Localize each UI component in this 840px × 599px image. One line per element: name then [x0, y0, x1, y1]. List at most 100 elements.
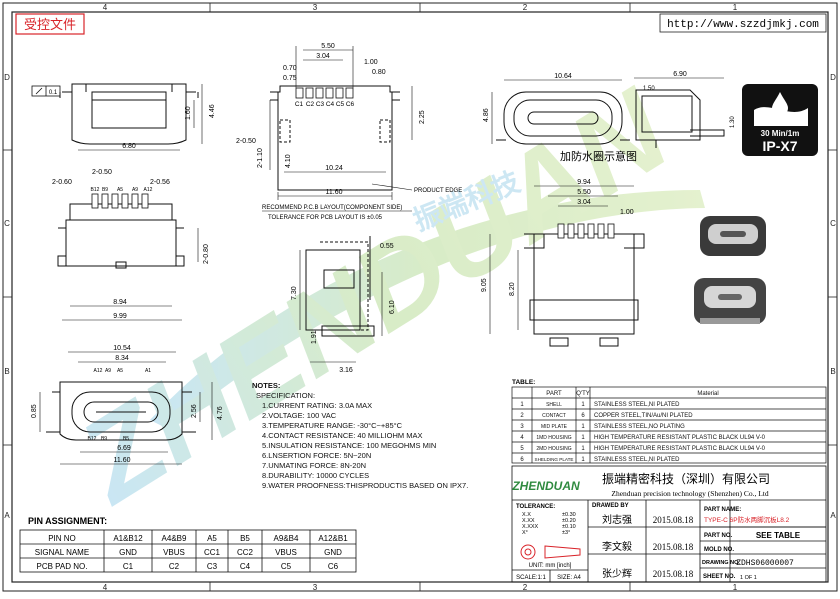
dim-height-160: 1.60 [185, 106, 192, 120]
pin-bottom-b9: B9 [101, 436, 107, 442]
pad-6: C6 [328, 562, 339, 571]
note-1: 1.CURRENT RATING: 3.0A MAX [262, 401, 372, 410]
tol-val-4: ±3° [562, 530, 570, 536]
dim-994: 9.94 [577, 179, 591, 186]
pad-c2: C2 [306, 101, 315, 108]
pin-head-0: PIN NO [48, 534, 76, 543]
side-section-view [305, 236, 375, 337]
dim-100: 1.00 [364, 59, 378, 66]
signal-2: VBUS [163, 548, 185, 557]
pad-c3: C3 [316, 101, 325, 108]
bom-row-3-part: MID PLATE [541, 424, 568, 430]
dim-304-r: 3.04 [577, 199, 591, 206]
zone-col-4-bottom: 4 [103, 583, 108, 592]
pad-head: PCB PAD NO. [37, 562, 88, 571]
notes-title: NOTES: [252, 381, 280, 390]
unit-label: UNIT: mm [inch] [529, 563, 572, 569]
zone-row-a: A [4, 511, 10, 520]
dim-256: 2.56 [191, 404, 198, 418]
pad-5: C5 [281, 562, 292, 571]
bom-row-4-qty: 1 [581, 435, 585, 441]
signal-3: CC1 [204, 548, 221, 557]
zone-row-d: D [4, 73, 10, 82]
bom-row-1-qty: 1 [581, 402, 585, 408]
date-checked: 2015.08.18 [653, 542, 694, 552]
dim-316: 3.16 [339, 367, 353, 374]
dim-width-680: 6.80 [122, 143, 136, 150]
dim-070: 0.70 [283, 65, 297, 72]
bom-head-part: PART [546, 391, 562, 397]
pin-top-a1: A1 [145, 368, 151, 374]
bom-head-material: Material [697, 391, 718, 397]
bom-row-4-part: 1MD HOUSING [536, 435, 571, 441]
part-no: SEE TABLE [756, 531, 801, 540]
pin-top-a12: A12 [94, 368, 103, 374]
bom-row-2-material: COPPER STEEL,TIN/Au/NI PLATED [594, 413, 693, 419]
side-profile-view [496, 91, 630, 145]
dim-1160-b: 11.60 [114, 457, 131, 464]
dim-085: 0.85 [31, 404, 38, 418]
signal-5: VBUS [275, 548, 297, 557]
zone-col-4: 4 [103, 3, 108, 12]
zone-row-b-right: B [830, 367, 835, 376]
dim-191: 1.91 [311, 330, 318, 344]
zone-row-c: C [4, 219, 10, 228]
company-logo: ZHENDUAN [511, 479, 580, 493]
note-6: 6.LNSERTION FORCE: 5N~20N [262, 451, 371, 460]
pcb-layout [270, 85, 400, 191]
pad-4: C4 [240, 562, 251, 571]
mold-no-label: MOLD NO. [704, 547, 734, 553]
bom-row-3-material: STAINLESS STEEL,NO PLATING [594, 424, 685, 430]
product-edge-label: PRODUCT EDGE [414, 188, 462, 194]
pcb-recommend-note: RECOMMEND P.C.B LAYOUT(COMPONENT SIDE) [262, 205, 402, 211]
zone-col-3-bottom: 3 [313, 583, 318, 592]
dim-075: 0.75 [283, 75, 297, 82]
company-name-cn: 振端精密科技（深圳）有限公司 [602, 471, 770, 486]
dim-730: 7.30 [291, 286, 298, 300]
dim-610: 6.10 [389, 300, 396, 314]
bom-row-4-material: HIGH TEMPERATURE RESISTANT PLASTIC BLACK… [594, 435, 766, 441]
connector-photo-top [700, 216, 766, 256]
dim-080: 0.80 [372, 69, 386, 76]
part-no-label: PART NO. [704, 533, 733, 539]
zone-col-1: 1 [733, 3, 738, 12]
dim-2x050: 2-0.50 [236, 138, 256, 145]
flatness-value: 0.1 [49, 90, 58, 96]
dim-2x110: 2-1.10 [257, 148, 264, 168]
dim-834: 8.34 [115, 355, 129, 362]
ip-rating-badge: 30 Min/1m IP-X7 [742, 84, 818, 156]
front-dims [78, 84, 203, 151]
note-9: 9.WATER PROOFNESS:THISPRODUCTIS BASED ON… [262, 481, 468, 490]
zone-row-c-right: C [830, 219, 836, 228]
pad-c5: C5 [336, 101, 345, 108]
zone-ticks [3, 3, 837, 591]
date-drawn: 2015.08.18 [653, 515, 694, 525]
connector-photo-bottom [694, 278, 766, 324]
bom-row-1-part: SHELL [546, 402, 562, 408]
pad-c6: C6 [346, 101, 355, 108]
signal-6: GND [324, 548, 342, 557]
dim-2x060: 2-0.60 [52, 179, 72, 186]
bom-row-6-part: SHELDING PLATE [535, 457, 574, 462]
tol-key-1: X.X [522, 512, 531, 518]
tol-key-4: X° [522, 530, 528, 536]
pin-head-1: A1&B12 [113, 534, 143, 543]
signal-1: GND [119, 548, 137, 557]
pin-head-3: A5 [207, 534, 217, 543]
bom-row-1-no: 1 [520, 402, 524, 408]
pin-bottom-b12: B12 [88, 436, 97, 442]
zone-row-b: B [4, 367, 9, 376]
pad-3: C3 [207, 562, 218, 571]
pin-b12: B12 [91, 187, 100, 193]
drawing-no-label: DRAWING NO. [702, 560, 740, 566]
note-8: 8.DURABILITY: 10000 CYCLES [262, 471, 369, 480]
bom-row-3-no: 3 [520, 424, 524, 430]
bom-row-5-no: 5 [520, 446, 524, 452]
pin-head-6: A12&B1 [318, 534, 348, 543]
website-url: http://www.szzdjmkj.com [667, 19, 819, 31]
dim-550-r: 5.50 [577, 189, 591, 196]
checked-by: 李文毅 [602, 540, 632, 553]
bom-caption: TABLE: [512, 379, 535, 386]
pcb-tolerance-note: TOLERANCE FOR PCB LAYOUT IS ±0.05 [268, 215, 383, 221]
